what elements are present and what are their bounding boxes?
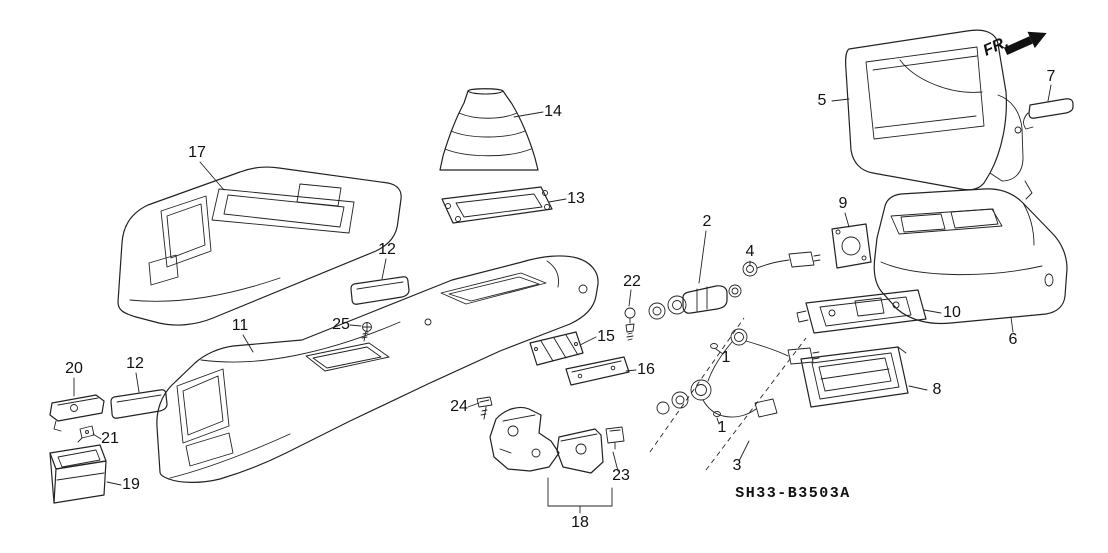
diagram-code: SH33-B3503A	[735, 485, 851, 502]
part-drawing-24	[476, 396, 493, 420]
callout-4: 4	[746, 243, 755, 260]
callout-17: 17	[188, 144, 206, 161]
part-drawing-13	[441, 186, 553, 224]
callout-16: 16	[637, 361, 655, 378]
callout-6: 6	[1009, 331, 1018, 348]
part-drawing-5	[845, 29, 1033, 200]
callout-11: 11	[232, 317, 249, 334]
part-drawing-25	[361, 322, 372, 342]
part-drawing-9	[831, 223, 872, 269]
callout-12-upper: 12	[378, 241, 396, 258]
callout-14: 14	[544, 103, 562, 120]
callouts: 17 14 13 5 7 9 2 4 22 12 25 11 10 6 15 1…	[65, 68, 1055, 531]
callout-8: 8	[933, 381, 942, 398]
part-drawing-20	[49, 394, 105, 432]
part-drawing-7	[1023, 98, 1074, 130]
part-drawing-12-upper	[350, 276, 410, 305]
part-drawing-17	[117, 166, 402, 326]
part-drawing-10	[796, 289, 927, 334]
callout-20: 20	[65, 360, 83, 377]
part-drawing-22	[624, 307, 636, 341]
callout-5: 5	[818, 92, 827, 109]
part-drawing-4	[742, 251, 821, 277]
callout-3: 3	[733, 457, 742, 474]
callout-15: 15	[597, 328, 615, 345]
callout-13: 13	[567, 190, 585, 207]
callout-12-left: 12	[126, 355, 144, 372]
callout-10: 10	[943, 304, 961, 321]
part-drawing-21	[77, 425, 95, 443]
callout-25: 25	[332, 316, 350, 333]
part-drawing-23	[605, 426, 625, 450]
part-drawing-16	[565, 356, 630, 386]
part-drawing-14	[439, 88, 539, 171]
part-drawing-2	[648, 284, 742, 320]
part-drawing-15	[529, 331, 584, 366]
part-drawing-3-harness	[649, 317, 820, 471]
callout-22: 22	[623, 273, 641, 290]
leader-lines	[73, 84, 1052, 514]
fr-direction-indicator: FR.	[981, 31, 1047, 60]
callout-2: 2	[703, 213, 712, 230]
callout-9: 9	[839, 195, 848, 212]
callout-7: 7	[1047, 68, 1056, 85]
part-drawing-19	[49, 444, 107, 504]
part-drawing-6	[873, 188, 1068, 325]
part-drawing-12-left	[110, 389, 168, 419]
callout-24: 24	[450, 398, 468, 415]
callout-1-upper: 1	[722, 349, 731, 366]
callout-19: 19	[122, 476, 140, 493]
fr-arrow-icon	[1003, 31, 1047, 55]
callout-1-lower: 1	[718, 419, 727, 436]
part-drawing-11	[156, 255, 599, 483]
callout-21: 21	[101, 430, 119, 447]
part-drawing-18-brackets	[489, 406, 604, 474]
callout-18: 18	[571, 514, 589, 531]
callout-23: 23	[612, 467, 630, 484]
part-drawing-8	[800, 346, 909, 408]
